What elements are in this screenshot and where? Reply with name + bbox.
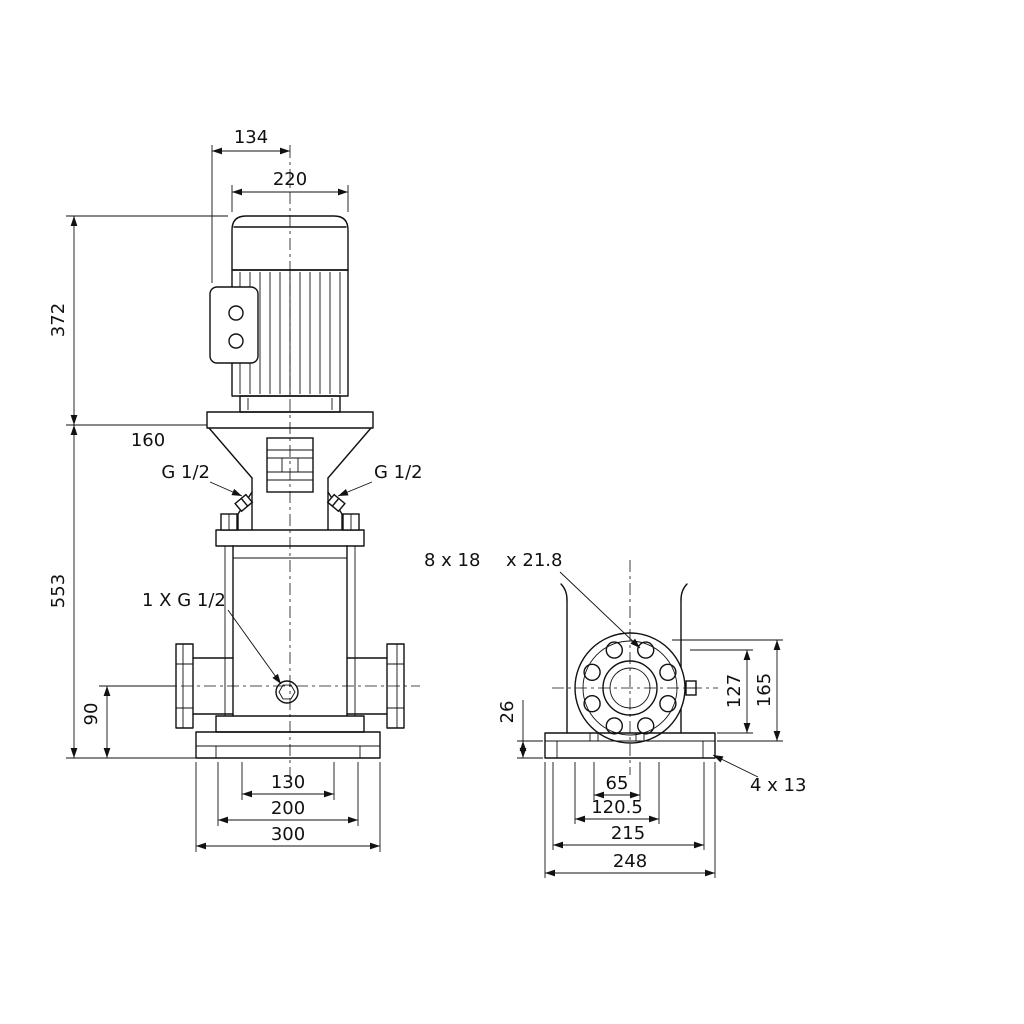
cable-entry-hole [228,333,244,349]
flange-bolt-hole [583,695,601,713]
dim-220-label: 220 [273,169,307,190]
vent-plug-right [326,493,346,513]
flange-bolt-hole [583,663,601,681]
vent-plug-left [234,493,254,513]
dim-65-label: 65 [606,773,629,794]
dim-200-label: 200 [271,798,305,819]
dim-160-label: 160 [131,430,165,451]
flange-bolt-hole [637,641,655,659]
port-right-label: G 1/2 [374,462,423,483]
side-dimensions: 8 x 18 x 21.8 26 127 165 65 [424,550,806,878]
dim-372-label: 372 [48,303,69,337]
side-centerlines [552,560,718,775]
front-view: 134 220 372 160 553 90 1 [48,127,423,852]
terminal-box [209,286,259,364]
dim-248-label: 248 [613,851,647,872]
dim-165-label: 165 [754,673,775,707]
port-left-label: G 1/2 [161,462,210,483]
side-view: 8 x 18 x 21.8 26 127 165 65 [424,550,806,878]
flange-bolt-hole [605,641,623,659]
pump-front-outline [175,215,405,759]
flange-hole-callout-a: 8 x 18 [424,550,480,571]
flange-bolt-hole [659,663,677,681]
cable-entry-hole [228,305,244,321]
dim-127-label: 127 [724,674,745,708]
pump-base [195,731,381,759]
dim-215-label: 215 [611,823,645,844]
front-centerlines [158,146,420,778]
flange-bolt-hole [605,717,623,735]
dim-90-label: 90 [81,703,102,726]
dim-553-label: 553 [48,574,69,608]
dim-300-label: 300 [271,824,305,845]
dim-120-5-label: 120.5 [591,797,643,818]
flange-bolt-hole [637,717,655,735]
flange-bolt-hole [659,695,677,713]
dim-26-label: 26 [497,701,518,724]
dim-134-label: 134 [234,127,268,148]
front-dimensions: 134 220 372 160 553 90 1 [48,127,423,852]
base-hole-callout: 4 x 13 [750,775,806,796]
drain-plug [275,680,299,704]
flange-hole-callout-b: x 21.8 [506,550,562,571]
motor-fan-cover [231,215,349,271]
dim-130-label: 130 [271,772,305,793]
drain-port-label: 1 X G 1/2 [142,590,226,611]
